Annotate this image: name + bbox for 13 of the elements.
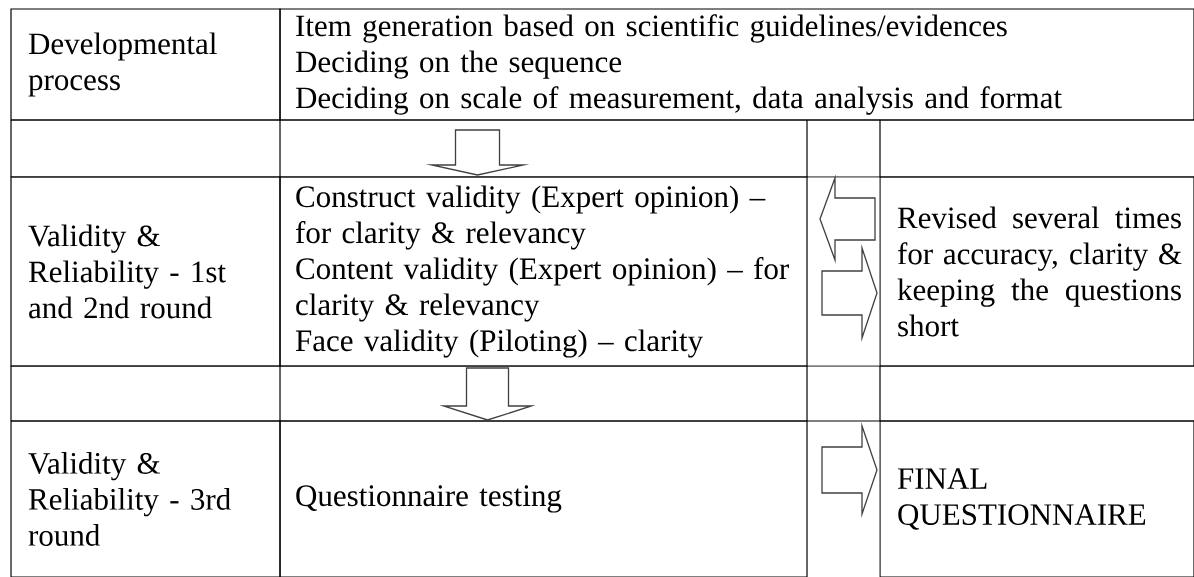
- table-cell: Validity & Reliability - 1st and 2nd round: [10, 176, 281, 367]
- table-cell: FINAL QUESTIONNAIRE: [879, 420, 1194, 577]
- block-arrow: [425, 129, 530, 176]
- table-cell: Construct validity (Expert opinion) – for clarity & relevancy Content validity (Expert opinion) – for clarity & relevancy Face validity (Piloting) – clarity: [279, 176, 808, 367]
- block-arrow: [821, 244, 878, 342]
- table-cell: Item generation based on scientific guidelines/evidences Deciding on the sequence Deciding on scale of measurement, data analysis and format: [279, 8, 1194, 121]
- table-cell: Developmental process: [10, 8, 281, 121]
- block-arrow: [821, 422, 878, 518]
- block-arrow: [819, 174, 876, 264]
- table-cell: Validity & Reliability - 3rd round: [10, 420, 281, 577]
- table-cell: Questionnaire testing: [279, 420, 808, 577]
- table-cell: Revised several times for accuracy, clarity & keeping the questions short: [879, 176, 1194, 367]
- block-arrow: [439, 367, 536, 421]
